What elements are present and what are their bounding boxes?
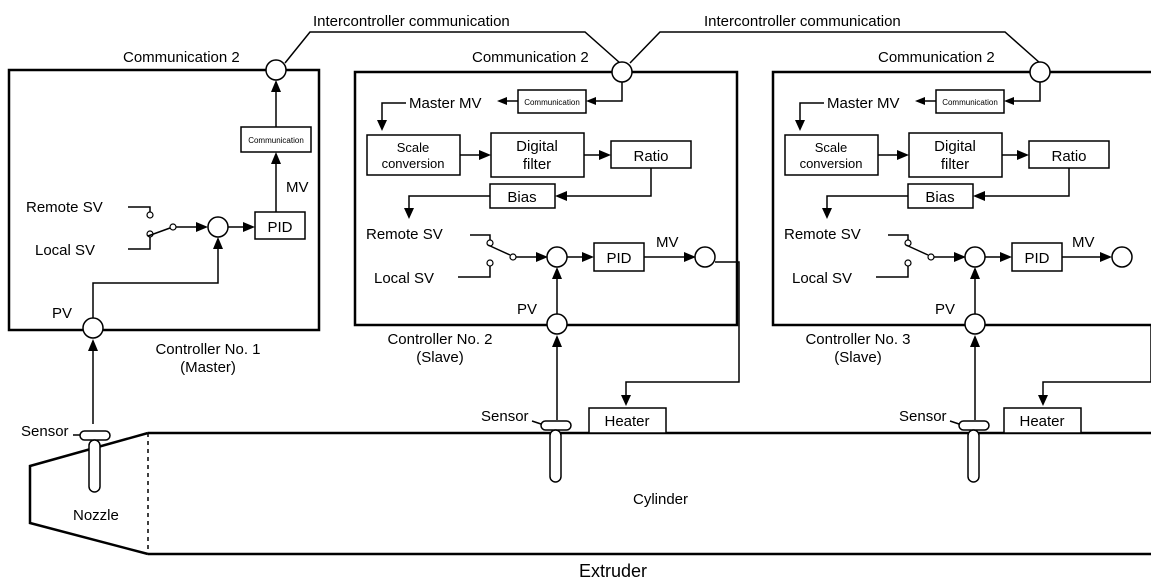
controller-2-name: Controller No. 2 bbox=[387, 331, 492, 348]
controller-1-name: Controller No. 1 bbox=[155, 341, 260, 358]
controller-2-role: (Slave) bbox=[416, 349, 464, 366]
controller-3-ratio-label: Ratio bbox=[1051, 148, 1086, 165]
controller-2: Communication 2 Communication Master MV … bbox=[353, 49, 739, 366]
controller-1-mv-label: MV bbox=[286, 179, 309, 196]
controller-3-mv-label: MV bbox=[1072, 234, 1095, 251]
controller-2-summing-junction bbox=[546, 246, 568, 268]
controller-2-scale-label-1: Scale bbox=[397, 140, 430, 155]
controller-3-master-mv-label: Master MV bbox=[827, 95, 900, 112]
controller-1: Communication 2 Communication MV PID Rem… bbox=[7, 49, 321, 376]
heater-2 bbox=[588, 407, 667, 434]
controller-2-pv-port bbox=[546, 313, 568, 335]
controller-3-remote-sv-label: Remote SV bbox=[784, 226, 861, 243]
controller-3-bias-block bbox=[907, 183, 974, 209]
controller-1-pid-label: PID bbox=[267, 219, 292, 236]
controller-3-scale-label-1: Scale bbox=[815, 140, 848, 155]
controller-2-pid-label: PID bbox=[606, 250, 631, 267]
controller-1-pid-block bbox=[254, 211, 306, 240]
controller-1-comm-block-label: Communication bbox=[248, 136, 304, 145]
controller-3-pid-block bbox=[1011, 242, 1063, 272]
controller-3-scale-block bbox=[784, 134, 879, 176]
cylinder-label: Cylinder bbox=[633, 491, 688, 508]
controller-2-frame bbox=[353, 70, 739, 327]
controller-2-filter-label-2: filter bbox=[523, 156, 551, 173]
intercontroller-label-1: Intercontroller communication bbox=[313, 13, 510, 30]
controller-3-pv-port bbox=[964, 313, 986, 335]
controller-3-name: Controller No. 3 bbox=[805, 331, 910, 348]
controller-3-filter-label-2: filter bbox=[941, 156, 969, 173]
controller-2-bias-label: Bias bbox=[507, 189, 536, 206]
controller-2-pv-label: PV bbox=[517, 301, 537, 318]
controller-3-summing-junction bbox=[964, 246, 986, 268]
sensor-3-flange bbox=[958, 420, 990, 431]
controller-1-pv-port bbox=[82, 317, 104, 339]
controller-2-mv-port bbox=[694, 246, 716, 268]
sensor-2-probe bbox=[549, 429, 562, 483]
sensor-3-label: Sensor bbox=[899, 408, 947, 425]
sensor-3-probe bbox=[967, 429, 980, 483]
controller-1-role: (Master) bbox=[180, 359, 236, 376]
nozzle-label: Nozzle bbox=[73, 507, 119, 524]
controller-1-local-sv-label: Local SV bbox=[35, 242, 95, 259]
controller-3-filter-block bbox=[908, 132, 1003, 178]
controller-3-mv-port bbox=[1111, 246, 1133, 268]
controller-2-scale-label-2: conversion bbox=[382, 156, 445, 171]
sensor-1-label: Sensor bbox=[21, 423, 69, 440]
controller-3-local-sv-label: Local SV bbox=[792, 270, 852, 287]
controller-1-remote-sv-label: Remote SV bbox=[26, 199, 103, 216]
sensor-1-flange bbox=[79, 430, 111, 441]
controller-3: Communication 2 Communication Master MV … bbox=[771, 49, 1151, 366]
controller-2-comm-port bbox=[611, 61, 633, 83]
controller-1-summing-junction bbox=[207, 216, 229, 238]
controller-2-filter-label-1: Digital bbox=[516, 138, 558, 155]
controller-2-comm-block-label: Communication bbox=[524, 98, 580, 107]
controller-2-comm-port-label: Communication 2 bbox=[472, 49, 589, 66]
heater-3 bbox=[1003, 407, 1082, 434]
controller-3-role: (Slave) bbox=[834, 349, 882, 366]
controller-3-comm-port bbox=[1029, 61, 1051, 83]
controller-2-filter-block bbox=[490, 132, 585, 178]
heater-2-label: Heater bbox=[604, 413, 649, 430]
controller-1-comm-port-label: Communication 2 bbox=[123, 49, 240, 66]
controller-1-frame bbox=[7, 68, 321, 332]
controller-3-comm-port-label: Communication 2 bbox=[878, 49, 995, 66]
controller-2-ratio-block bbox=[610, 140, 692, 169]
controller-3-scale-label-2: conversion bbox=[800, 156, 863, 171]
controller-2-local-sv-label: Local SV bbox=[374, 270, 434, 287]
extruder: Nozzle Cylinder Extruder Sensor Sensor H… bbox=[21, 261, 1151, 581]
controller-3-frame bbox=[771, 70, 1151, 327]
controller-2-master-mv-label: Master MV bbox=[409, 95, 482, 112]
sensor-2-flange bbox=[540, 420, 572, 431]
controller-1-comm-port bbox=[265, 59, 287, 81]
controller-1-pv-label: PV bbox=[52, 305, 72, 322]
controller-3-filter-label-1: Digital bbox=[934, 138, 976, 155]
heater-3-label: Heater bbox=[1019, 413, 1064, 430]
controller-2-mv-label: MV bbox=[656, 234, 679, 251]
controller-3-bias-label: Bias bbox=[925, 189, 954, 206]
sensor-2-label: Sensor bbox=[481, 408, 529, 425]
intercontroller-label-2: Intercontroller communication bbox=[704, 13, 901, 30]
extruder-label: Extruder bbox=[579, 561, 647, 581]
intercontroller-links: Intercontroller communication Intercontr… bbox=[284, 13, 1041, 64]
controller-2-remote-sv-label: Remote SV bbox=[366, 226, 443, 243]
controller-3-pv-label: PV bbox=[935, 301, 955, 318]
controller-2-ratio-label: Ratio bbox=[633, 148, 668, 165]
controller-3-pid-label: PID bbox=[1024, 250, 1049, 267]
controller-1-comm-block bbox=[240, 126, 312, 153]
controller-3-comm-block-label: Communication bbox=[942, 98, 998, 107]
sensor-1-probe bbox=[88, 439, 101, 493]
controller-2-scale-block bbox=[366, 134, 461, 176]
